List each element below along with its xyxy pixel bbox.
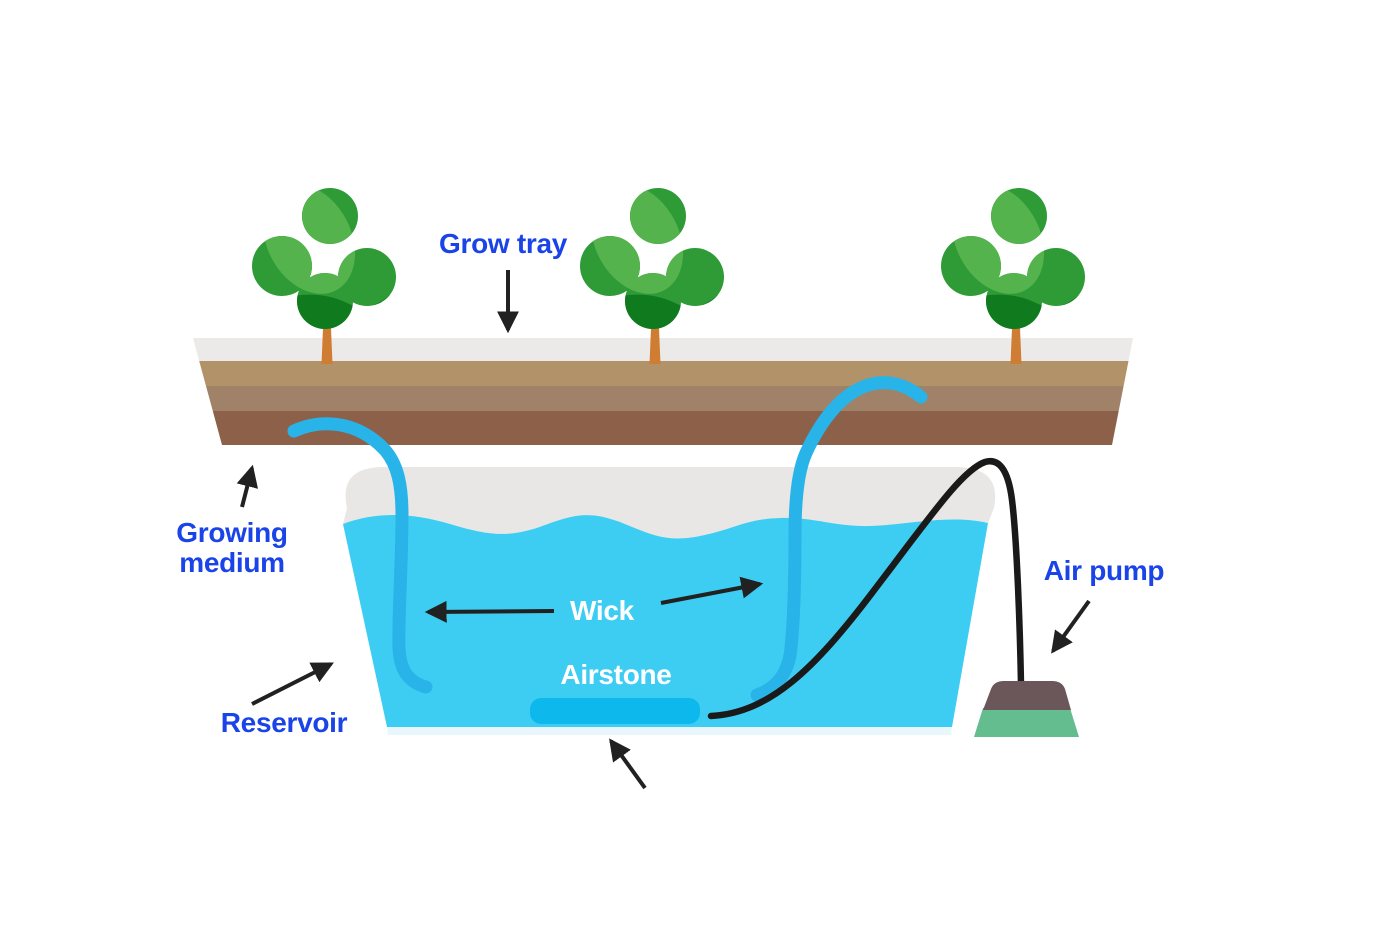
plant-icon: [573, 168, 745, 364]
air-pump-base: [974, 708, 1079, 737]
air-tube: [707, 457, 1025, 720]
growing-medium-label: Growing medium: [176, 517, 288, 578]
growing-medium-layer-dark: [212, 411, 1119, 445]
plant-icon: [245, 168, 417, 364]
arrow-reservoir: [251, 662, 334, 706]
growing-medium-layer-tan: [199, 361, 1129, 386]
airstone-label: Airstone: [560, 659, 672, 690]
reservoir-bottom-edge: [387, 727, 952, 735]
water: [343, 515, 988, 727]
airstone: [530, 698, 700, 724]
reservoir-label: Reservoir: [220, 707, 348, 738]
grow-tray-label: Grow tray: [438, 228, 568, 259]
air-pump-label: Air pump: [1043, 555, 1165, 586]
arrow-airstone: [609, 738, 647, 790]
growing-medium-layer-mid: [206, 386, 1124, 411]
grow-tray-top-layer: [193, 338, 1133, 361]
wick-label: Wick: [570, 595, 634, 626]
wick-left: [287, 417, 433, 694]
arrow-wick-right: [660, 576, 764, 605]
plant-icon: [934, 168, 1106, 364]
arrow-wick-left: [424, 600, 555, 623]
arrow-air-pump: [1051, 599, 1091, 654]
reservoir-container: [343, 467, 996, 539]
air-pump-top: [983, 681, 1071, 710]
air-pump: [974, 681, 1079, 737]
arrow-growing-medium: [236, 464, 259, 508]
wick-right: [750, 376, 928, 702]
